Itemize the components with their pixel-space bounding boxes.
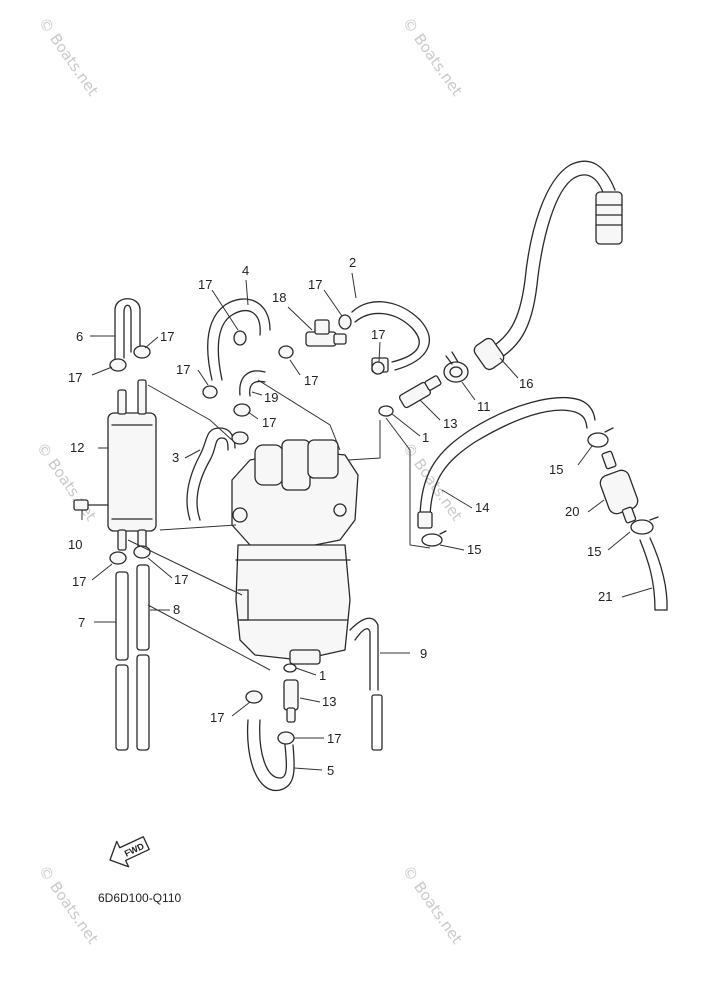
callout-19: 19 — [264, 390, 278, 405]
bolt-10 — [73, 499, 109, 511]
callout-5: 5 — [327, 763, 334, 778]
watermark-mid-left: © Boats.net — [33, 439, 100, 524]
callout-11: 11 — [477, 399, 491, 414]
callout-2: 2 — [349, 255, 356, 270]
clip-15-c — [421, 530, 447, 547]
hose-21 — [639, 537, 668, 611]
watermark-top-left: © Boats.net — [35, 14, 102, 99]
callout-14: 14 — [475, 500, 489, 515]
fitting-13-top — [398, 375, 442, 409]
fitting-13-bottom — [283, 679, 299, 723]
callout-1-top: 1 — [422, 430, 429, 445]
callout-13-bottom: 13 — [322, 694, 336, 709]
callout-17-a: 17 — [68, 370, 82, 385]
hose-14 — [417, 397, 596, 529]
fwd-arrow-icon: FWD — [109, 836, 150, 868]
callout-4: 4 — [242, 263, 249, 278]
diagram-code: 6D6D100-Q110 — [98, 891, 182, 905]
callout-leaders — [81, 272, 653, 771]
callout-17-c: 17 — [176, 362, 190, 377]
clamps-17 — [109, 314, 385, 745]
callout-15-a: 15 — [467, 542, 481, 557]
callout-17-b: 17 — [160, 329, 174, 344]
hose-16 — [473, 160, 623, 371]
elbow-19 — [239, 370, 266, 397]
callout-21: 21 — [598, 589, 612, 604]
o-ring-1-bottom — [283, 663, 297, 673]
callout-18: 18 — [272, 290, 286, 305]
clip-15-b — [630, 516, 659, 535]
callout-17-h: 17 — [262, 415, 276, 430]
callout-15-c: 15 — [587, 544, 601, 559]
hose-6 — [114, 298, 141, 361]
callout-17-g: 17 — [304, 373, 318, 388]
quick-connector — [595, 191, 623, 245]
callout-1-bottom: 1 — [319, 668, 326, 683]
callout-10: 10 — [68, 537, 82, 552]
callout-17-d: 17 — [198, 277, 212, 292]
hose-2 — [351, 301, 430, 373]
callout-17-j: 17 — [174, 572, 188, 587]
callout-17-i: 17 — [72, 574, 86, 589]
fuel-cooler-12 — [107, 379, 157, 551]
callout-9: 9 — [420, 646, 427, 661]
callout-12: 12 — [70, 440, 84, 455]
watermark-bottom-right: © Boats.net — [399, 862, 466, 947]
callout-7: 7 — [78, 615, 85, 630]
joint-18 — [305, 319, 347, 347]
callout-15-b: 15 — [549, 462, 563, 477]
hose-8 — [136, 564, 150, 751]
vapor-separator-assembly — [231, 439, 359, 665]
clip-15-a — [587, 427, 614, 448]
clamp-11 — [443, 351, 469, 383]
watermark-bottom-left: © Boats.net — [35, 862, 102, 947]
routing-lines — [127, 379, 431, 671]
callout-8: 8 — [173, 602, 180, 617]
hose-7 — [115, 571, 129, 751]
callout-labels: 6 17 17 17 17 4 18 17 2 17 17 17 19 3 1 … — [68, 255, 612, 778]
callout-20: 20 — [565, 504, 579, 519]
fuel-filter-20 — [599, 450, 639, 524]
hose-4 — [207, 298, 271, 381]
hose-3 — [186, 427, 249, 521]
callout-17-k: 17 — [210, 710, 224, 725]
hose-5 — [246, 719, 295, 792]
callout-16: 16 — [519, 376, 533, 391]
callout-17-f: 17 — [371, 327, 385, 342]
o-ring-1-top — [378, 405, 394, 417]
callout-17-e: 17 — [308, 277, 322, 292]
watermark-mid-right: © Boats.net — [399, 439, 466, 524]
watermark-top-right: © Boats.net — [399, 14, 466, 99]
hose-9 — [349, 617, 383, 751]
callout-17-l: 17 — [327, 731, 341, 746]
callout-6: 6 — [76, 329, 83, 344]
callout-13-top: 13 — [443, 416, 457, 431]
callout-3: 3 — [172, 450, 179, 465]
